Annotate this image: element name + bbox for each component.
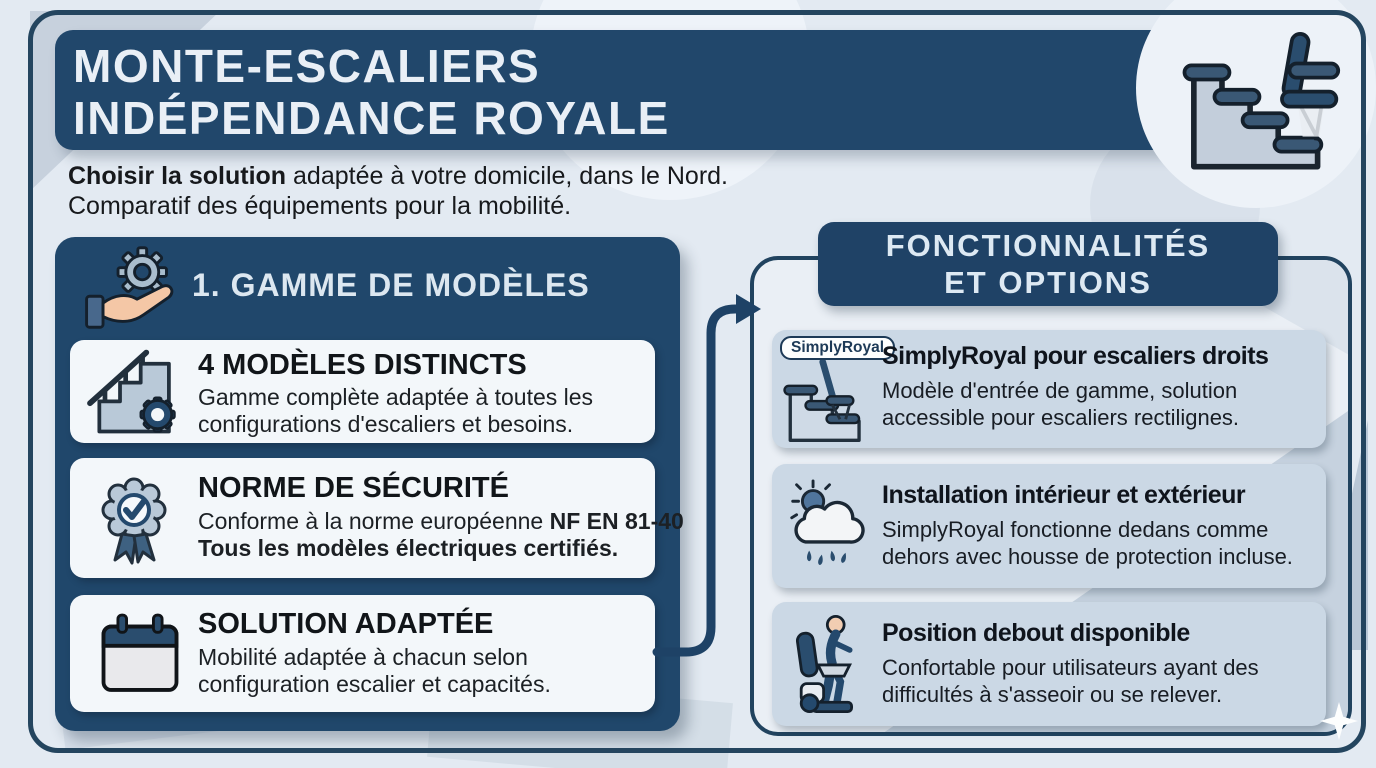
body-line: SimplyRoyal fonctionne dedans comme xyxy=(882,517,1269,542)
body-line: difficultés à s'asseoir ou se relever. xyxy=(882,682,1223,707)
left-panel-title: 1. GAMME DE MODÈLES xyxy=(192,267,590,303)
stairs-gear-icon xyxy=(87,349,176,434)
left-card-modeles: 4 MODÈLES DISTINCTS Gamme complète adapt… xyxy=(70,340,655,443)
card-title: Position debout disponible xyxy=(882,619,1190,647)
right-panel-title-chip: FONCTIONNALITÉS ET OPTIONS xyxy=(818,222,1278,306)
card-body: Mobilité adaptée à chacun selon configur… xyxy=(198,644,551,698)
subtitle-line2: Comparatif des équipements pour la mobil… xyxy=(68,192,572,220)
card-body: SimplyRoyal fonctionne dedans comme deho… xyxy=(882,516,1293,570)
body-line: Modèle d'entrée de gamme, solution xyxy=(882,378,1238,403)
body-line: configurations d'escaliers et besoins. xyxy=(198,411,574,437)
hero-circle xyxy=(1136,0,1376,208)
chip-line2: ET OPTIONS xyxy=(944,265,1152,300)
left-card-solution: SOLUTION ADAPTÉE Mobilité adaptée à chac… xyxy=(70,595,655,712)
left-panel: 1. GAMME DE MODÈLES xyxy=(55,237,684,731)
body-line: accessible pour escaliers rectilignes. xyxy=(882,405,1240,430)
page-title-line1: MONTE-ESCALIERS xyxy=(73,40,541,92)
right-card-debout: Position debout disponible Confortable p… xyxy=(772,602,1326,726)
body-line: configuration escalier et capacités. xyxy=(198,671,551,697)
standing-lift-icon xyxy=(795,615,853,713)
page-title: MONTE-ESCALIERS INDÉPENDANCE ROYALE xyxy=(73,40,670,144)
simplyroyal-badge: SimplyRoyal xyxy=(780,336,896,360)
subtitle-line1: Choisir la solution adaptée à votre domi… xyxy=(68,161,728,191)
card-title: NORME DE SÉCURITÉ xyxy=(198,472,509,504)
header-band xyxy=(55,30,1185,150)
weather-sun-rain-icon xyxy=(790,479,865,566)
body-bold-line: Tous les modèles électriques certifiés. xyxy=(198,535,619,561)
card-body: Modèle d'entrée de gamme, solution acces… xyxy=(882,377,1239,431)
left-card-norme: NORME DE SÉCURITÉ Conforme à la norme eu… xyxy=(70,458,684,578)
card-title: SOLUTION ADAPTÉE xyxy=(198,608,494,640)
subtitle-rest: adaptée à votre domicile, dans le Nord. xyxy=(286,162,728,190)
stairlift-rail-icon xyxy=(783,360,861,442)
body-bold: NF EN 81-40 xyxy=(549,508,684,534)
subtitle: Choisir la solution adaptée à votre domi… xyxy=(68,161,728,221)
body-line: Gamme complète adaptée à toutes les xyxy=(198,384,594,410)
hand-gear-icon xyxy=(85,246,174,329)
card-body: Confortable pour utilisateurs ayant des … xyxy=(882,654,1259,708)
calendar-icon xyxy=(101,613,179,692)
stairlift-icon xyxy=(1182,31,1341,170)
card-title: SimplyRoyal pour escaliers droits xyxy=(882,342,1269,370)
card-body: Conforme à la norme européenne NF EN 81-… xyxy=(198,508,684,562)
sparkle-icon xyxy=(1320,702,1358,740)
right-panel: SimplyRoyal SimplyRoyal pour escaliers d… xyxy=(750,256,1352,736)
body-line: dehors avec housse de protection incluse… xyxy=(882,544,1293,569)
body-line: Conforme à la norme européenne NF EN 81-… xyxy=(198,508,684,535)
body-text: Conforme à la norme européenne xyxy=(198,508,550,534)
subtitle-bold: Choisir la solution xyxy=(68,162,287,190)
rosette-check-icon xyxy=(101,477,167,565)
page-title-line2: INDÉPENDANCE ROYALE xyxy=(73,92,670,144)
card-title: Installation intérieur et extérieur xyxy=(882,481,1246,509)
card-title: 4 MODÈLES DISTINCTS xyxy=(198,349,527,381)
chip-line1: FONCTIONNALITÉS xyxy=(885,228,1211,263)
right-card-simplyroyal: SimplyRoyal SimplyRoyal pour escaliers d… xyxy=(772,330,1326,448)
right-card-installation: Installation intérieur et extérieur Simp… xyxy=(772,464,1326,588)
card-body: Gamme complète adaptée à toutes les conf… xyxy=(198,384,593,438)
body-line: Confortable pour utilisateurs ayant des xyxy=(882,655,1259,680)
body-line: Mobilité adaptée à chacun selon xyxy=(198,644,528,670)
